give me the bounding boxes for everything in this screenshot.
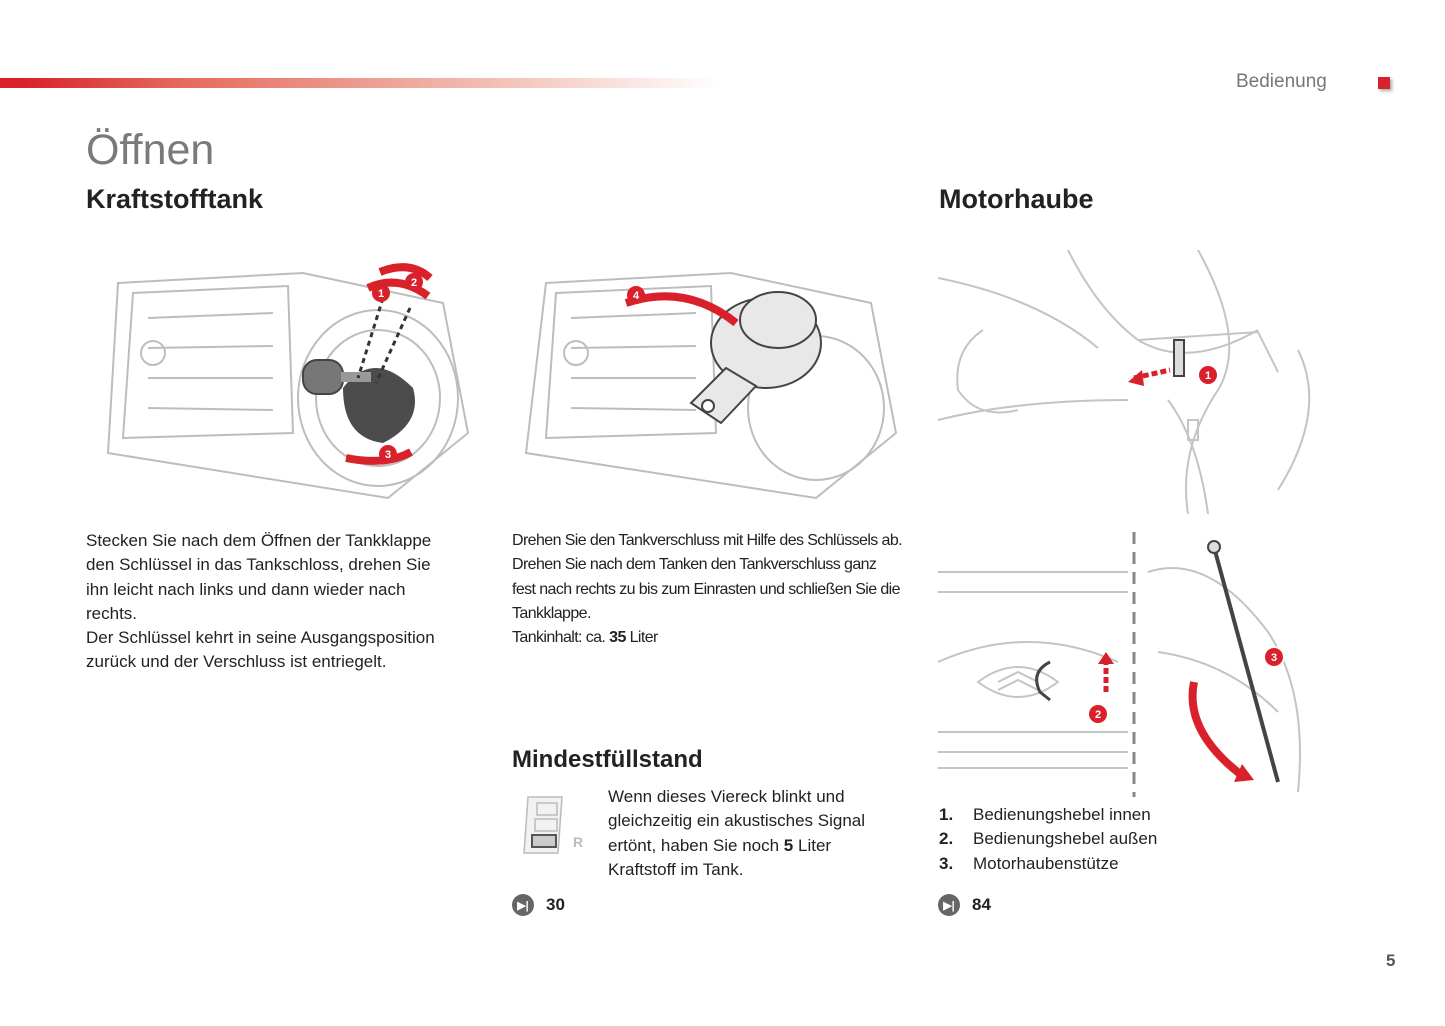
section-label: Bedienung <box>1236 71 1327 92</box>
min-level-heading: Mindestfüllstand <box>512 746 703 773</box>
min-level-text: Wenn dieses Viereck blinkt und gleichzei… <box>608 785 908 882</box>
callout-2: 2 <box>411 277 417 289</box>
page-reference-84[interactable]: ▶| 84 <box>938 894 991 916</box>
reference-page-number: 30 <box>546 895 565 914</box>
callout-4: 4 <box>633 290 640 302</box>
list-item: 2. Bedienungshebel außen <box>939 827 1157 851</box>
list-item: 3. Motorhaubenstütze <box>939 852 1157 876</box>
fuel-gauge-icon: R <box>522 795 592 855</box>
item-label: Bedienungshebel innen <box>973 805 1151 824</box>
text-line: zurück und der Verschluss ist entriegelt… <box>86 652 387 672</box>
hood-heading: Motorhaube <box>939 184 1094 214</box>
text-line: ertönt, haben Sie noch 5 Liter <box>608 834 908 858</box>
tank-capacity: Tankinhalt: ca. 35 Liter <box>512 626 912 650</box>
text-fragment: Liter <box>793 835 832 855</box>
callout-3: 3 <box>1271 652 1277 664</box>
text-line: Drehen Sie den Tankverschluss mit Hilfe … <box>512 532 903 549</box>
callout-2: 2 <box>1095 709 1101 721</box>
fuel-cap-illustration: 4 <box>516 258 906 508</box>
list-item: 1. Bedienungshebel innen <box>939 803 1157 827</box>
item-number: 1. <box>939 805 954 824</box>
fuel-cap-instructions: Drehen Sie den Tankverschluss mit Hilfe … <box>512 529 912 650</box>
fuel-key-illustration: 1 2 3 <box>88 258 478 508</box>
text-line: fest nach rechts zu bis zum Einrasten un… <box>512 580 901 598</box>
hood-lever-inside-illustration: 1 <box>938 250 1332 514</box>
item-label: Bedienungshebel außen <box>973 829 1158 849</box>
hood-lever-outside-illustration: 2 3 <box>938 532 1332 797</box>
liters-value: 5 <box>783 835 794 855</box>
section-marker-icon <box>1378 77 1390 89</box>
text-line: Tankklappe. <box>512 604 591 622</box>
text-line: rechts. <box>86 603 138 623</box>
text-line: gleichzeitig ein akustisches Signal <box>608 811 866 831</box>
page-number: 5 <box>1386 951 1396 970</box>
item-number: 2. <box>939 829 954 849</box>
text-line: Stecken Sie nach dem Öffnen der Tankklap… <box>86 531 432 550</box>
page-reference-icon: ▶| <box>512 894 534 916</box>
text-line: den Schlüssel in das Tankschloss, drehen… <box>86 555 431 575</box>
text-line: Drehen Sie nach dem Tanken den Tankversc… <box>512 556 877 574</box>
reference-page-number: 84 <box>972 895 991 914</box>
callout-1: 1 <box>378 288 384 300</box>
item-number: 3. <box>939 853 954 873</box>
fuel-lock-instructions: Stecken Sie nach dem Öffnen der Tankklap… <box>86 529 486 675</box>
hood-parts-list: 1. Bedienungshebel innen 2. Bedienungshe… <box>939 803 1157 876</box>
fuel-tank-heading: Kraftstofftank <box>86 184 264 214</box>
text-line: ihn leicht nach links und dann wieder na… <box>86 579 406 599</box>
page-reference-30[interactable]: ▶| 30 <box>512 894 565 916</box>
text-line: Kraftstoff im Tank. <box>608 859 744 879</box>
item-label: Motorhaubenstütze <box>973 853 1119 873</box>
capacity-prefix: Tankinhalt: ca. <box>512 629 610 647</box>
header-accent-bar <box>0 78 720 88</box>
capacity-unit: Liter <box>625 629 659 647</box>
gauge-reserve-letter: R <box>573 834 583 850</box>
page-reference-icon: ▶| <box>938 894 960 916</box>
text-line: Der Schlüssel kehrt in seine Ausgangspos… <box>86 628 435 648</box>
callout-1: 1 <box>1205 370 1211 382</box>
callout-3: 3 <box>385 449 391 461</box>
text-fragment: ertönt, haben Sie noch <box>608 835 784 855</box>
text-line: Wenn dieses Viereck blinkt und <box>608 787 845 806</box>
capacity-value: 35 <box>609 629 626 647</box>
page-title: Öffnen <box>86 126 215 174</box>
